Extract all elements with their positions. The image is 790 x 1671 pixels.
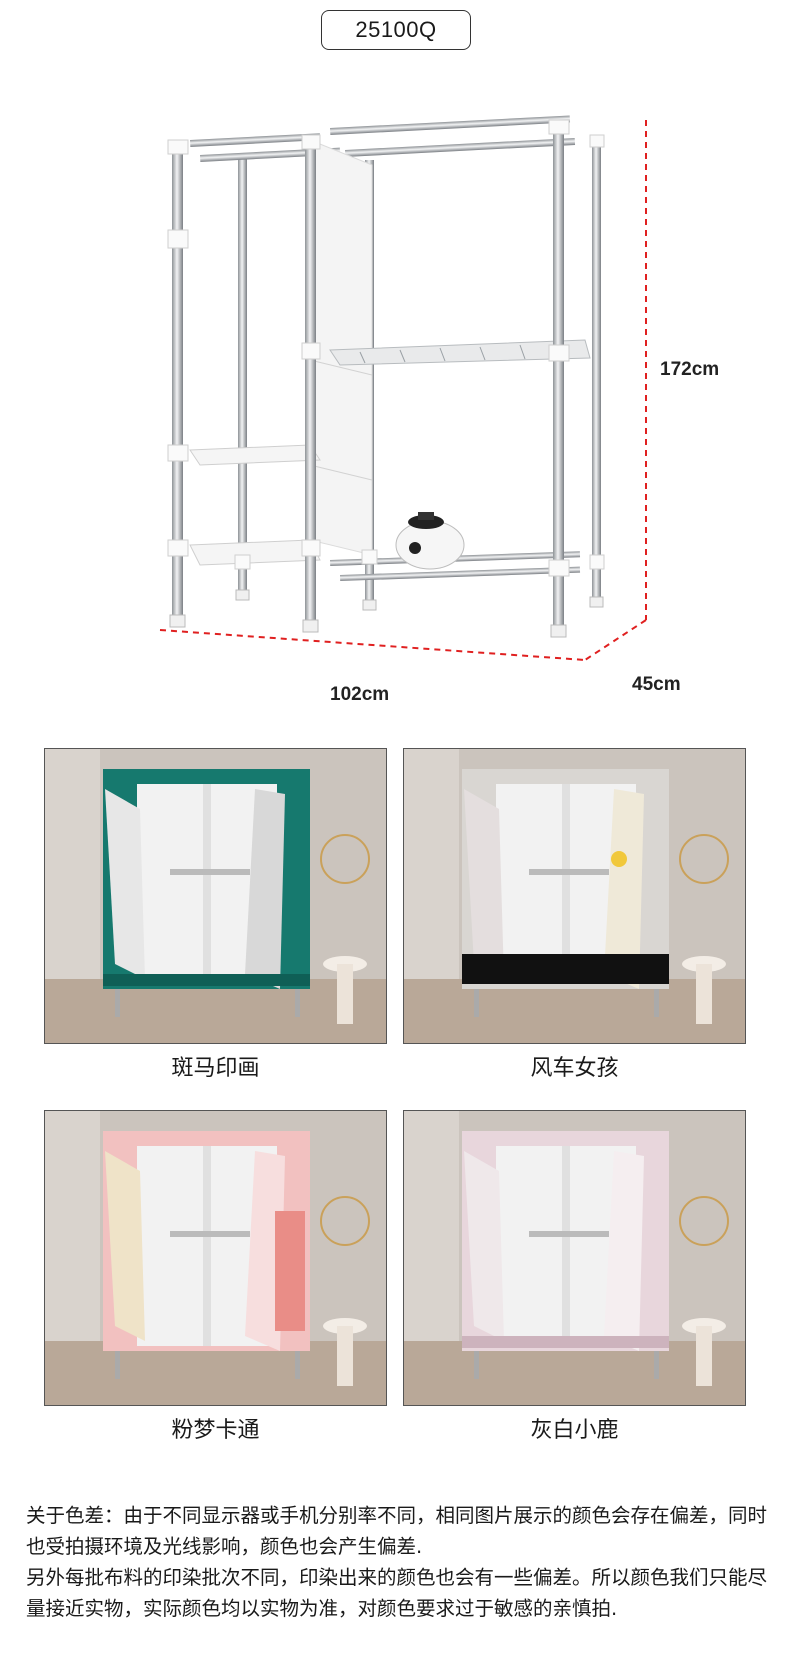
variant-caption-pink: 粉梦卡通	[171, 1418, 260, 1443]
variant-photo-pink	[44, 1110, 387, 1406]
variant-caption-windmill: 风车女孩	[530, 1056, 619, 1081]
wardrobe-photo	[404, 1111, 745, 1405]
variant-photo-zebra	[44, 748, 387, 1044]
width-dimension: 102cm	[330, 684, 389, 705]
variant-caption-zebra: 斑马印画	[171, 1056, 260, 1081]
model-number-label: 25100Q	[321, 10, 471, 50]
height-dimension: 172cm	[660, 359, 719, 380]
depth-dimension: 45cm	[632, 674, 681, 695]
wardrobe-photo	[404, 749, 745, 1043]
notice-paragraph-2: 另外每批布料的印染批次不同，印染出来的颜色也会有一些偏差。所以颜色我们只能尽量接…	[26, 1566, 768, 1620]
product-dimension-diagram: 172cm 102cm 45cm	[0, 60, 790, 730]
wardrobe-photo	[45, 1111, 386, 1405]
variant-photo-deer	[403, 1110, 746, 1406]
variant-photo-windmill	[403, 748, 746, 1044]
notice-paragraph-1: 关于色差：由于不同显示器或手机分别率不同，相同图片展示的颜色会存在偏差，同时也受…	[26, 1504, 768, 1558]
wardrobe-photo	[45, 749, 386, 1043]
color-difference-notice: 关于色差：由于不同显示器或手机分别率不同，相同图片展示的颜色会存在偏差，同时也受…	[26, 1500, 776, 1624]
wardrobe-frame-illustration: 172cm 102cm 45cm	[159, 115, 719, 705]
variant-caption-deer: 灰白小鹿	[530, 1418, 619, 1443]
